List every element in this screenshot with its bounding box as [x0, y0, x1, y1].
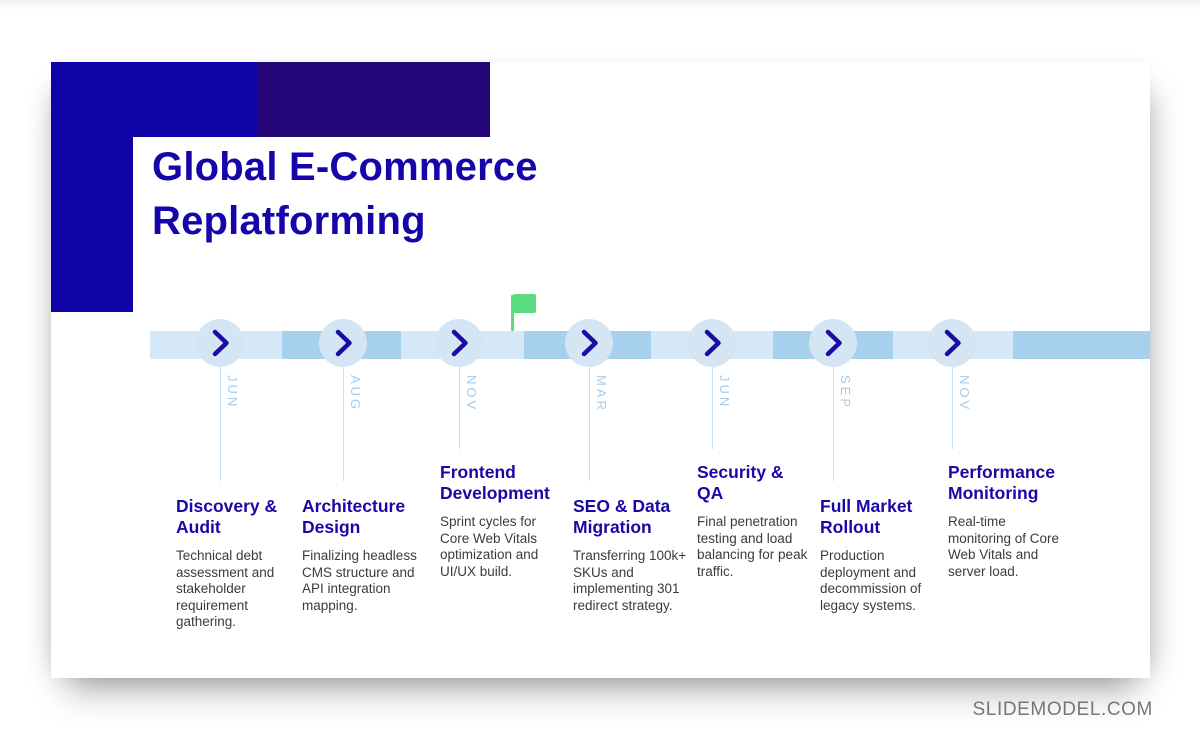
connector-line: [833, 367, 834, 481]
milestone-description: Sprint cycles for Core Web Vitals optimi…: [440, 514, 539, 579]
chevron-right-icon: [944, 329, 961, 357]
chevron-right-icon: [451, 329, 468, 357]
milestone-title-line: Frontend: [440, 462, 516, 482]
milestone-title-line: Performance: [948, 462, 1055, 482]
milestone-title-line: Full Market: [820, 496, 913, 516]
month-label: MAR: [594, 375, 609, 413]
milestone-column: Full Market Rollout Production deploymen…: [820, 496, 938, 614]
connector-line: [220, 367, 221, 481]
connector-line: [712, 367, 713, 449]
milestone-column: Architecture Design Finalizing headless …: [302, 496, 420, 614]
slidemodel-watermark: SLIDEMODEL.COM: [972, 699, 1153, 720]
timeline-node: [688, 319, 736, 367]
milestone-title: Performance Monitoring: [948, 462, 1066, 504]
milestone-title-line: Design: [302, 517, 361, 537]
milestone-title-line: QA: [697, 483, 724, 503]
milestone-title-line: Architecture: [302, 496, 406, 516]
milestone-title: Frontend Development: [440, 462, 558, 504]
milestone-title: Discovery & Audit: [176, 496, 294, 538]
timeline-node: [196, 319, 244, 367]
milestone-title-line: SEO & Data: [573, 496, 671, 516]
milestone-title: SEO & Data Migration: [573, 496, 691, 538]
month-label: SEP: [838, 375, 853, 411]
flag-pole: [511, 295, 514, 331]
milestone-column: Security & QA Final penetration testing …: [697, 462, 815, 580]
milestone-column: Frontend Development Sprint cycles for C…: [440, 462, 558, 580]
milestone-title: Security & QA: [697, 462, 815, 504]
chevron-right-icon: [704, 329, 721, 357]
timeline-node: [565, 319, 613, 367]
milestone-description: Transferring 100k+ SKUs and implementing…: [573, 548, 687, 613]
milestone-description: Final penetration testing and load balan…: [697, 514, 808, 579]
milestone-description: Production deployment and decommission o…: [820, 548, 922, 613]
slide-canvas: Global E-Commerce Replatforming: [51, 62, 1150, 678]
milestone-title: Architecture Design: [302, 496, 420, 538]
timeline-segment: [1013, 331, 1150, 359]
month-label: JUN: [717, 375, 732, 410]
flag-icon: [513, 294, 536, 313]
milestone-title-line: Audit: [176, 517, 221, 537]
milestone-title-line: Discovery &: [176, 496, 278, 516]
month-label: NOV: [957, 375, 972, 413]
chevron-right-icon: [212, 329, 229, 357]
milestone-title-line: Development: [440, 483, 550, 503]
milestone-title-line: Security &: [697, 462, 784, 482]
decor-purple-rectangle: [257, 62, 490, 137]
milestone-title: Full Market Rollout: [820, 496, 938, 538]
milestone-title-line: Monitoring: [948, 483, 1039, 503]
timeline-node: [928, 319, 976, 367]
month-label: NOV: [464, 375, 479, 413]
slide-title: Global E-Commerce Replatforming: [152, 145, 538, 243]
month-label: AUG: [348, 375, 363, 413]
timeline-node: [435, 319, 483, 367]
milestone-column: SEO & Data Migration Transferring 100k+ …: [573, 496, 691, 614]
milestone-description: Finalizing headless CMS structure and AP…: [302, 548, 417, 613]
milestone-description: Real-time monitoring of Core Web Vitals …: [948, 514, 1060, 579]
timeline-node: [319, 319, 367, 367]
milestone-column: Performance Monitoring Real-time monitor…: [948, 462, 1066, 580]
connector-line: [343, 367, 344, 481]
connector-line: [589, 367, 590, 481]
milestone-title-line: Migration: [573, 517, 652, 537]
chevron-right-icon: [581, 329, 598, 357]
timeline-bar: [150, 331, 1150, 359]
decor-blue-rectangle-horizontal: [51, 62, 257, 137]
milestone-title-line: Rollout: [820, 517, 881, 537]
connector-line: [952, 367, 953, 449]
milestone-description: Technical debt assessment and stakeholde…: [176, 548, 275, 629]
timeline-node: [809, 319, 857, 367]
chevron-right-icon: [335, 329, 352, 357]
chevron-right-icon: [825, 329, 842, 357]
milestone-column: Discovery & Audit Technical debt assessm…: [176, 496, 294, 631]
month-label: JUN: [225, 375, 240, 410]
connector-line: [459, 367, 460, 449]
